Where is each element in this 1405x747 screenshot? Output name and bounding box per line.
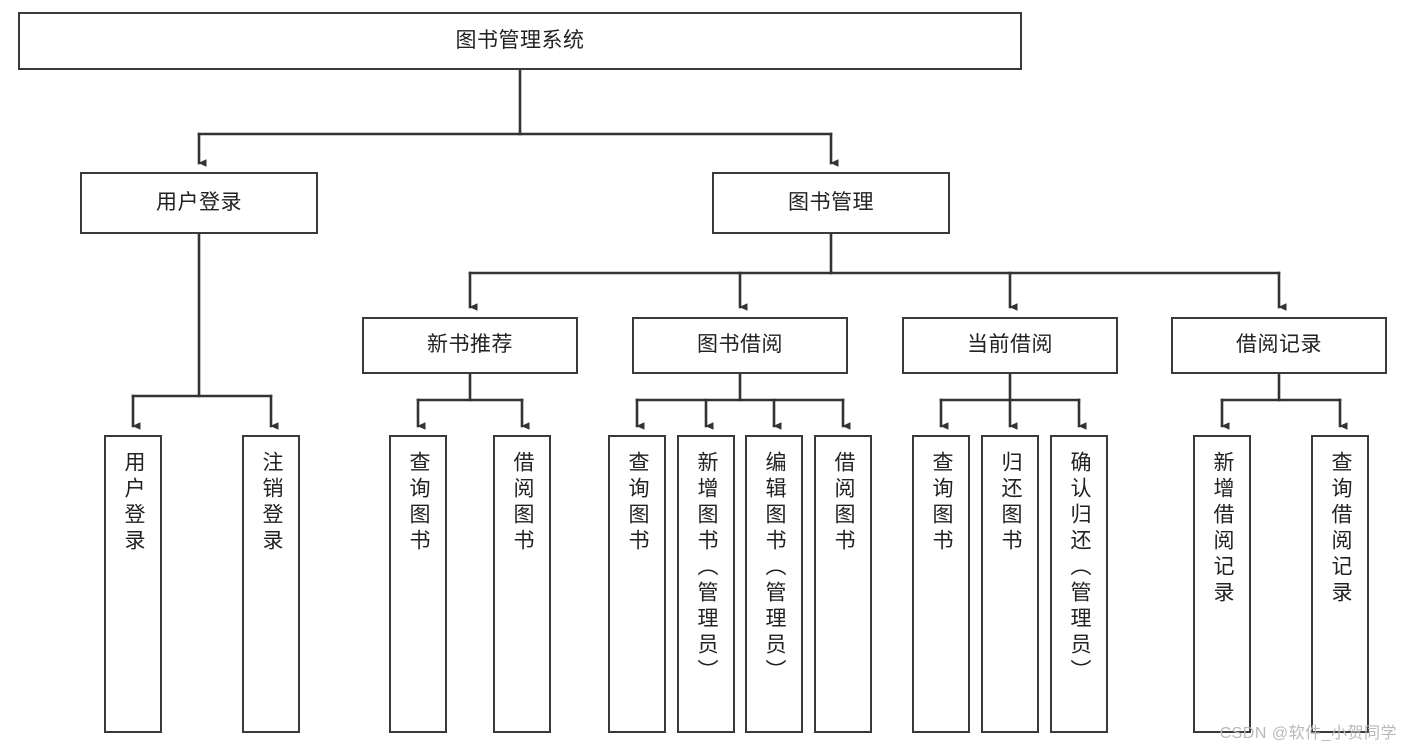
leaf-node-confirm-return-admin[interactable]: 确认归还（管理员） [1050,435,1108,733]
node-label: 注销登录 [260,451,284,555]
node-label: 查询图书 [626,451,650,555]
node-book-management[interactable]: 图书管理 [712,172,950,234]
edges-current-borrow-to-leaves [939,372,1087,430]
leaf-node-add-book-admin[interactable]: 新增图书（管理员） [677,435,735,733]
edges-borrow-record-to-leaves [1220,372,1348,430]
leaf-node-query-book-current[interactable]: 查询图书 [912,435,970,733]
node-label: 图书管理 [788,190,874,214]
leaf-node-borrow-book-recommendation[interactable]: 借阅图书 [493,435,551,733]
leaf-node-query-book-borrowing[interactable]: 查询图书 [608,435,666,733]
node-label: 新增图书（管理员） [695,451,719,685]
node-label: 归还图书 [999,451,1023,555]
node-label: 用户登录 [156,190,242,214]
node-label: 借阅记录 [1236,333,1322,357]
node-label: 借阅图书 [511,451,535,555]
node-label: 新增借阅记录 [1211,451,1235,607]
edges-new-book-rec-to-leaves [416,372,530,430]
leaf-node-user-login[interactable]: 用户登录 [104,435,162,733]
edges-level1-to-level2 [197,68,839,167]
edges-user-login-to-leaves [131,232,279,430]
node-new-book-recommendation[interactable]: 新书推荐 [362,317,578,374]
edges-book-manage-to-level3 [468,232,1287,311]
node-label: 查询图书 [930,451,954,555]
node-label: 确认归还（管理员） [1068,451,1092,685]
node-book-borrowing[interactable]: 图书借阅 [632,317,848,374]
csdn-watermark: CSDN @软件_小贺同学 [1219,725,1397,742]
leaf-node-query-book-recommendation[interactable]: 查询图书 [389,435,447,733]
leaf-node-logout-login[interactable]: 注销登录 [242,435,300,733]
leaf-node-query-borrowing-record[interactable]: 查询借阅记录 [1311,435,1369,733]
node-current-borrowing[interactable]: 当前借阅 [902,317,1118,374]
node-label: 图书借阅 [697,333,783,357]
leaf-node-add-borrowing-record[interactable]: 新增借阅记录 [1193,435,1251,733]
node-label: 查询借阅记录 [1329,451,1353,607]
node-user-login[interactable]: 用户登录 [80,172,318,234]
leaf-node-return-book[interactable]: 归还图书 [981,435,1039,733]
node-label: 图书管理系统 [455,28,585,52]
node-label: 用户登录 [122,451,146,555]
node-label: 借阅图书 [832,451,856,555]
leaf-node-edit-book-admin[interactable]: 编辑图书（管理员） [745,435,803,733]
edges-book-borrow-to-leaves [635,372,851,430]
node-label: 新书推荐 [427,333,513,357]
node-borrowing-record[interactable]: 借阅记录 [1171,317,1387,374]
leaf-node-borrow-book[interactable]: 借阅图书 [814,435,872,733]
node-root-book-management-system[interactable]: 图书管理系统 [18,12,1022,70]
node-label: 当前借阅 [967,333,1053,357]
node-label: 编辑图书（管理员） [763,451,787,685]
node-label: 查询图书 [407,451,431,555]
